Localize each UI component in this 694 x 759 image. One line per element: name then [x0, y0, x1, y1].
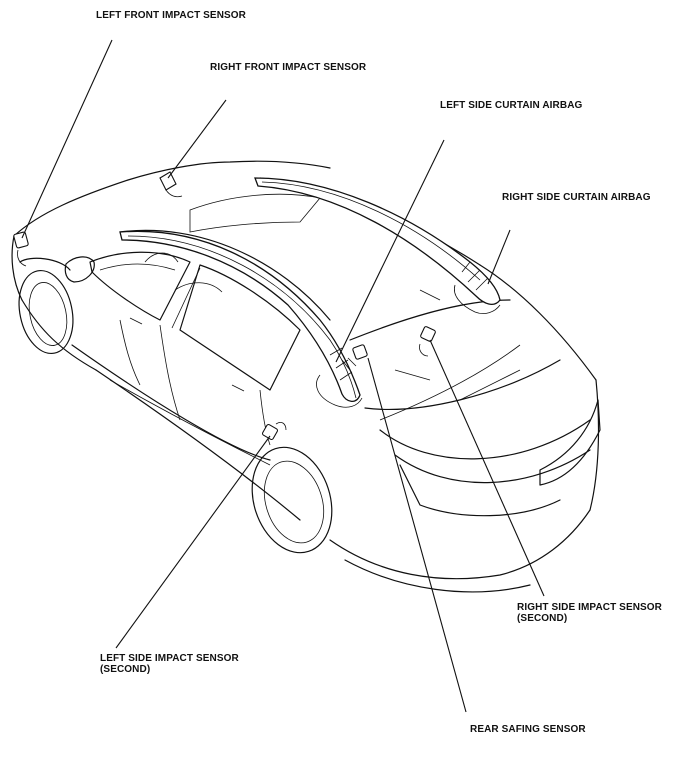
label-rear-safing-sensor: REAR SAFING SENSOR — [470, 724, 586, 735]
label-right-front-impact-sensor: RIGHT FRONT IMPACT SENSOR — [210, 62, 366, 73]
label-right-front-impact-sensor-text: RIGHT FRONT IMPACT SENSOR — [210, 62, 367, 73]
leader-rear-safing-sensor — [367, 357, 467, 713]
left-side-curtain-airbag-shape — [119, 230, 363, 408]
leader-right-side-curtain-airbag — [487, 229, 511, 285]
label-right-side-curtain-airbag-text: RIGHT SIDE CURTAIN AIRBAG — [502, 192, 651, 203]
label-left-side-impact-sensor-line2: (SECOND) — [100, 664, 151, 675]
label-right-side-impact-sensor-line1: RIGHT SIDE IMPACT SENSOR — [517, 602, 663, 613]
car-body — [11, 160, 601, 593]
label-left-front-impact-sensor-text: LEFT FRONT IMPACT SENSOR — [96, 10, 246, 21]
label-left-side-impact-sensor-line1: LEFT SIDE IMPACT SENSOR — [100, 653, 239, 664]
leader-left-side-impact-sensor — [115, 435, 271, 649]
label-left-side-curtain-airbag-text: LEFT SIDE CURTAIN AIRBAG — [440, 100, 583, 111]
leader-right-side-impact-sensor — [429, 339, 545, 597]
leader-right-front-impact-sensor — [167, 99, 227, 179]
leader-lines — [21, 39, 545, 713]
label-right-side-impact-sensor-line2: (SECOND) — [517, 613, 568, 624]
label-right-side-impact-sensor: RIGHT SIDE IMPACT SENSOR (SECOND) — [517, 602, 662, 624]
label-rear-safing-sensor-text: REAR SAFING SENSOR — [470, 724, 586, 735]
label-left-front-impact-sensor: LEFT FRONT IMPACT SENSOR — [96, 10, 246, 21]
left-side-impact-sensor-shape — [261, 422, 287, 441]
right-side-curtain-airbag-shape — [254, 177, 501, 314]
label-right-side-curtain-airbag: RIGHT SIDE CURTAIN AIRBAG — [502, 192, 651, 203]
label-left-side-curtain-airbag: LEFT SIDE CURTAIN AIRBAG — [440, 100, 582, 111]
rear-safing-sensor-shape — [341, 344, 368, 371]
leader-left-front-impact-sensor — [21, 39, 113, 239]
right-front-impact-sensor-shape — [159, 171, 183, 198]
left-front-impact-sensor-shape — [13, 231, 29, 267]
label-left-side-impact-sensor: LEFT SIDE IMPACT SENSOR (SECOND) — [100, 653, 239, 675]
leader-left-side-curtain-airbag — [335, 139, 445, 363]
right-side-impact-sensor-shape — [419, 326, 436, 357]
